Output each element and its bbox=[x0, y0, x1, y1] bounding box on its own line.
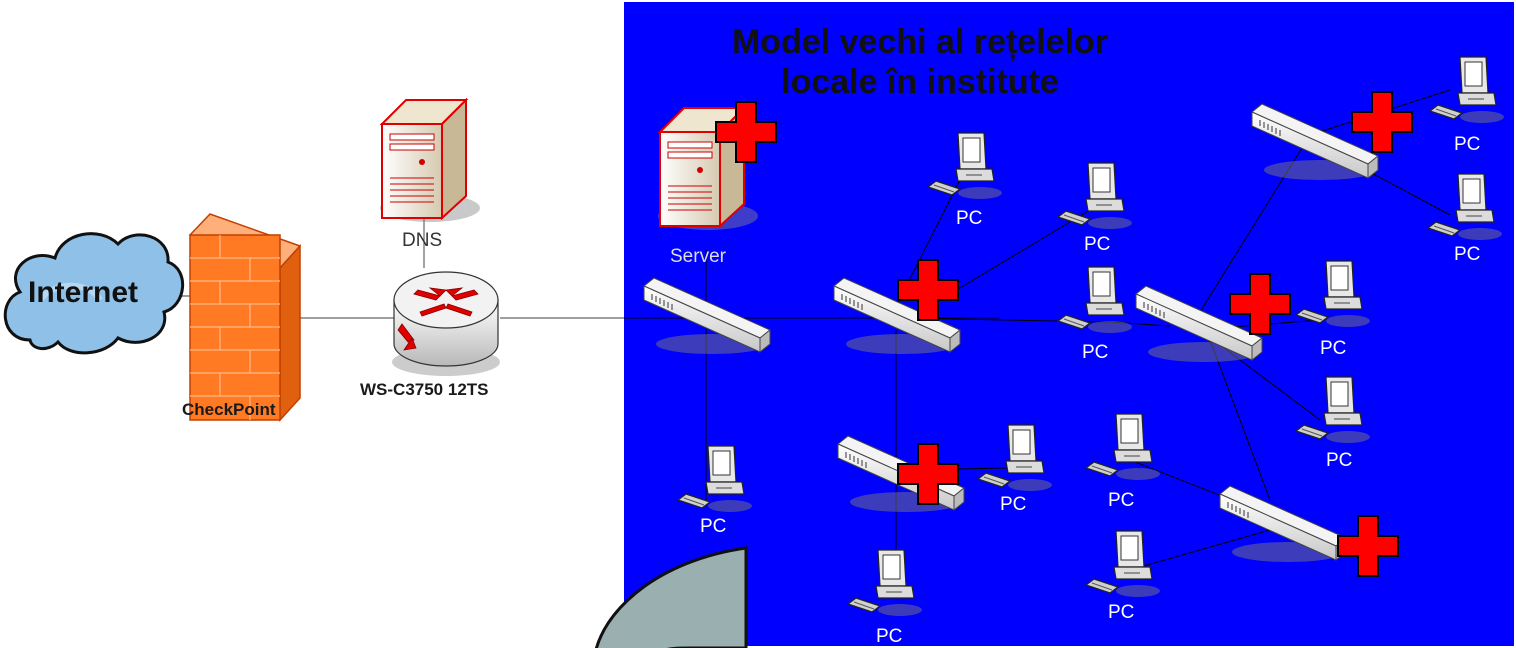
pc-label: PC bbox=[1454, 134, 1481, 155]
dns-server-icon bbox=[379, 99, 481, 223]
server-label: Server bbox=[670, 246, 726, 267]
title-line-2: locale în institute bbox=[781, 63, 1059, 101]
router-icon bbox=[392, 271, 500, 376]
pc-label: PC bbox=[1082, 342, 1109, 363]
diagram-title: Model vechi al rețelelor locale în insti… bbox=[700, 22, 1140, 102]
pc-label: PC bbox=[1084, 234, 1111, 255]
internet-label: Internet bbox=[28, 276, 139, 309]
pc-label: PC bbox=[1000, 494, 1027, 515]
pc-label: PC bbox=[876, 626, 903, 647]
pc-label: PC bbox=[700, 516, 727, 537]
pc-label: PC bbox=[1108, 490, 1135, 511]
pc-label: PC bbox=[956, 208, 983, 229]
pc-label: PC bbox=[1320, 338, 1347, 359]
pc-label: PC bbox=[1326, 450, 1353, 471]
pc-label: PC bbox=[1108, 602, 1135, 623]
firewall-label: CheckPoint bbox=[182, 400, 276, 419]
pc-label: PC bbox=[1454, 244, 1481, 265]
title-line-1: Model vechi al rețelelor bbox=[731, 23, 1109, 61]
cloud-icon bbox=[3, 232, 184, 355]
dns-label: DNS bbox=[402, 230, 443, 251]
arc-shape bbox=[595, 546, 748, 648]
router-label: WS-C3750 12TS bbox=[360, 380, 489, 399]
firewall-icon bbox=[188, 213, 302, 422]
